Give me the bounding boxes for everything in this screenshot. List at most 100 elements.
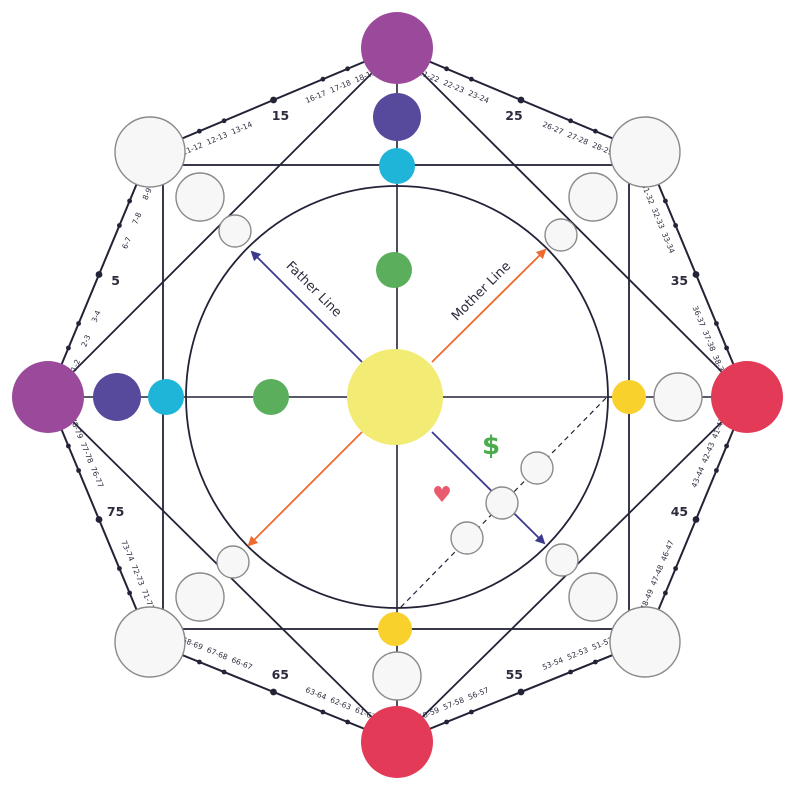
node-top-left-medium bbox=[175, 172, 225, 222]
age-range-label: 2-3 bbox=[79, 333, 92, 348]
decade-label: 25 bbox=[505, 108, 522, 123]
age-range-label: 56-57 bbox=[467, 685, 491, 702]
age-range-label: 26-27 bbox=[541, 120, 565, 137]
node-bottom-right-medium bbox=[568, 572, 618, 622]
age-tick bbox=[270, 96, 277, 104]
age-tick bbox=[117, 566, 122, 571]
father-line-label: Father Line bbox=[283, 259, 345, 321]
age-tick bbox=[345, 66, 350, 72]
age-range-label: 27-28 bbox=[566, 130, 590, 147]
age-tick bbox=[320, 76, 326, 82]
age-tick bbox=[66, 443, 71, 449]
age-range-label: 17-18 bbox=[329, 78, 353, 95]
age-tick bbox=[673, 223, 678, 228]
age-tick bbox=[444, 719, 449, 725]
heart-icon: ♥ bbox=[432, 483, 452, 508]
age-range-label: 7-8 bbox=[130, 211, 143, 226]
age-range-label: 43-44 bbox=[690, 465, 707, 489]
age-range-label: 32-33 bbox=[650, 207, 667, 231]
age-tick bbox=[714, 321, 719, 326]
decade-label: 15 bbox=[272, 108, 289, 123]
age-range-label: 47-48 bbox=[649, 563, 666, 587]
age-range-label: 13-14 bbox=[230, 120, 254, 137]
left-green-node bbox=[253, 379, 289, 415]
node-top-right-large bbox=[609, 116, 681, 188]
age-tick bbox=[692, 516, 700, 523]
age-tick bbox=[517, 96, 525, 104]
decade-label: 45 bbox=[671, 504, 688, 519]
top-purple-node bbox=[361, 12, 433, 84]
left-cyan-node bbox=[148, 379, 184, 415]
age-tick bbox=[568, 669, 573, 675]
age-range-label: 67-68 bbox=[205, 645, 229, 662]
age-tick bbox=[76, 468, 81, 473]
age-range-label: 57-58 bbox=[442, 695, 466, 712]
age-tick bbox=[673, 566, 678, 571]
age-tick bbox=[127, 198, 132, 204]
age-tick bbox=[663, 198, 668, 204]
age-ticks bbox=[55, 56, 740, 735]
age-range-label: 8-9 bbox=[141, 186, 154, 201]
node-bottom-left-large bbox=[114, 606, 186, 678]
node-top-right-medium bbox=[568, 172, 618, 222]
node-top-left-small bbox=[218, 214, 252, 248]
center-yellow-node bbox=[347, 349, 443, 445]
node-dashed-2 bbox=[485, 486, 519, 520]
bottom-gold-node bbox=[378, 612, 412, 646]
age-range-label: 16-17 bbox=[304, 88, 328, 105]
decade-label: 65 bbox=[272, 667, 289, 682]
age-range-label: 37-38 bbox=[701, 329, 718, 353]
age-range-label: 33-34 bbox=[660, 231, 677, 255]
age-range-label: 63-64 bbox=[304, 685, 328, 702]
age-range-label: 46-47 bbox=[659, 539, 676, 563]
node-dashed-3 bbox=[450, 521, 484, 555]
decade-label: 35 bbox=[671, 273, 688, 288]
decade-label: 5 bbox=[111, 273, 120, 288]
age-tick bbox=[469, 709, 474, 715]
age-range-label: 1-2 bbox=[69, 358, 82, 373]
age-range-label: 22-23 bbox=[442, 78, 466, 95]
top-cyan-node bbox=[379, 148, 415, 184]
mother-line-arrow-lower bbox=[247, 431, 363, 547]
age-tick bbox=[76, 321, 81, 326]
age-tick bbox=[568, 118, 573, 124]
money-icon: $ bbox=[482, 431, 500, 461]
age-tick bbox=[66, 345, 71, 351]
age-tick bbox=[221, 669, 227, 675]
age-tick bbox=[724, 345, 729, 351]
age-tick bbox=[320, 709, 326, 715]
age-range-label: 42-43 bbox=[700, 441, 717, 465]
age-tick bbox=[345, 719, 350, 725]
age-tick bbox=[95, 271, 103, 278]
age-range-label: 76-77 bbox=[89, 465, 106, 489]
age-range-label: 6-7 bbox=[120, 235, 133, 250]
age-range-label: 23-24 bbox=[467, 88, 491, 105]
node-bottom-right-large bbox=[609, 606, 681, 678]
age-range-label: 53-54 bbox=[541, 655, 565, 672]
age-tick bbox=[127, 590, 132, 596]
age-range-label: 77-78 bbox=[79, 441, 96, 465]
age-range-label: 3-4 bbox=[90, 309, 103, 324]
decade-label: 55 bbox=[506, 667, 523, 682]
age-tick bbox=[444, 66, 449, 72]
age-range-label: 73-74 bbox=[119, 539, 136, 563]
node-bottom-left-small bbox=[216, 545, 250, 579]
age-range-label: 72-73 bbox=[130, 563, 147, 587]
age-range-label: 66-67 bbox=[230, 655, 254, 672]
age-tick bbox=[117, 223, 122, 228]
age-range-label: 12-13 bbox=[205, 130, 229, 147]
age-tick bbox=[593, 659, 598, 665]
age-tick bbox=[469, 76, 474, 82]
age-range-label: 62-63 bbox=[329, 695, 353, 712]
bottom-red-node bbox=[361, 706, 433, 778]
age-range-label: 36-37 bbox=[691, 305, 708, 329]
age-tick bbox=[517, 688, 525, 696]
white-nodes bbox=[114, 116, 703, 701]
age-range-label: 52-53 bbox=[566, 645, 590, 662]
right-gold-node bbox=[612, 380, 646, 414]
node-bottom-left-medium bbox=[175, 572, 225, 622]
left-purple-node bbox=[12, 361, 84, 433]
